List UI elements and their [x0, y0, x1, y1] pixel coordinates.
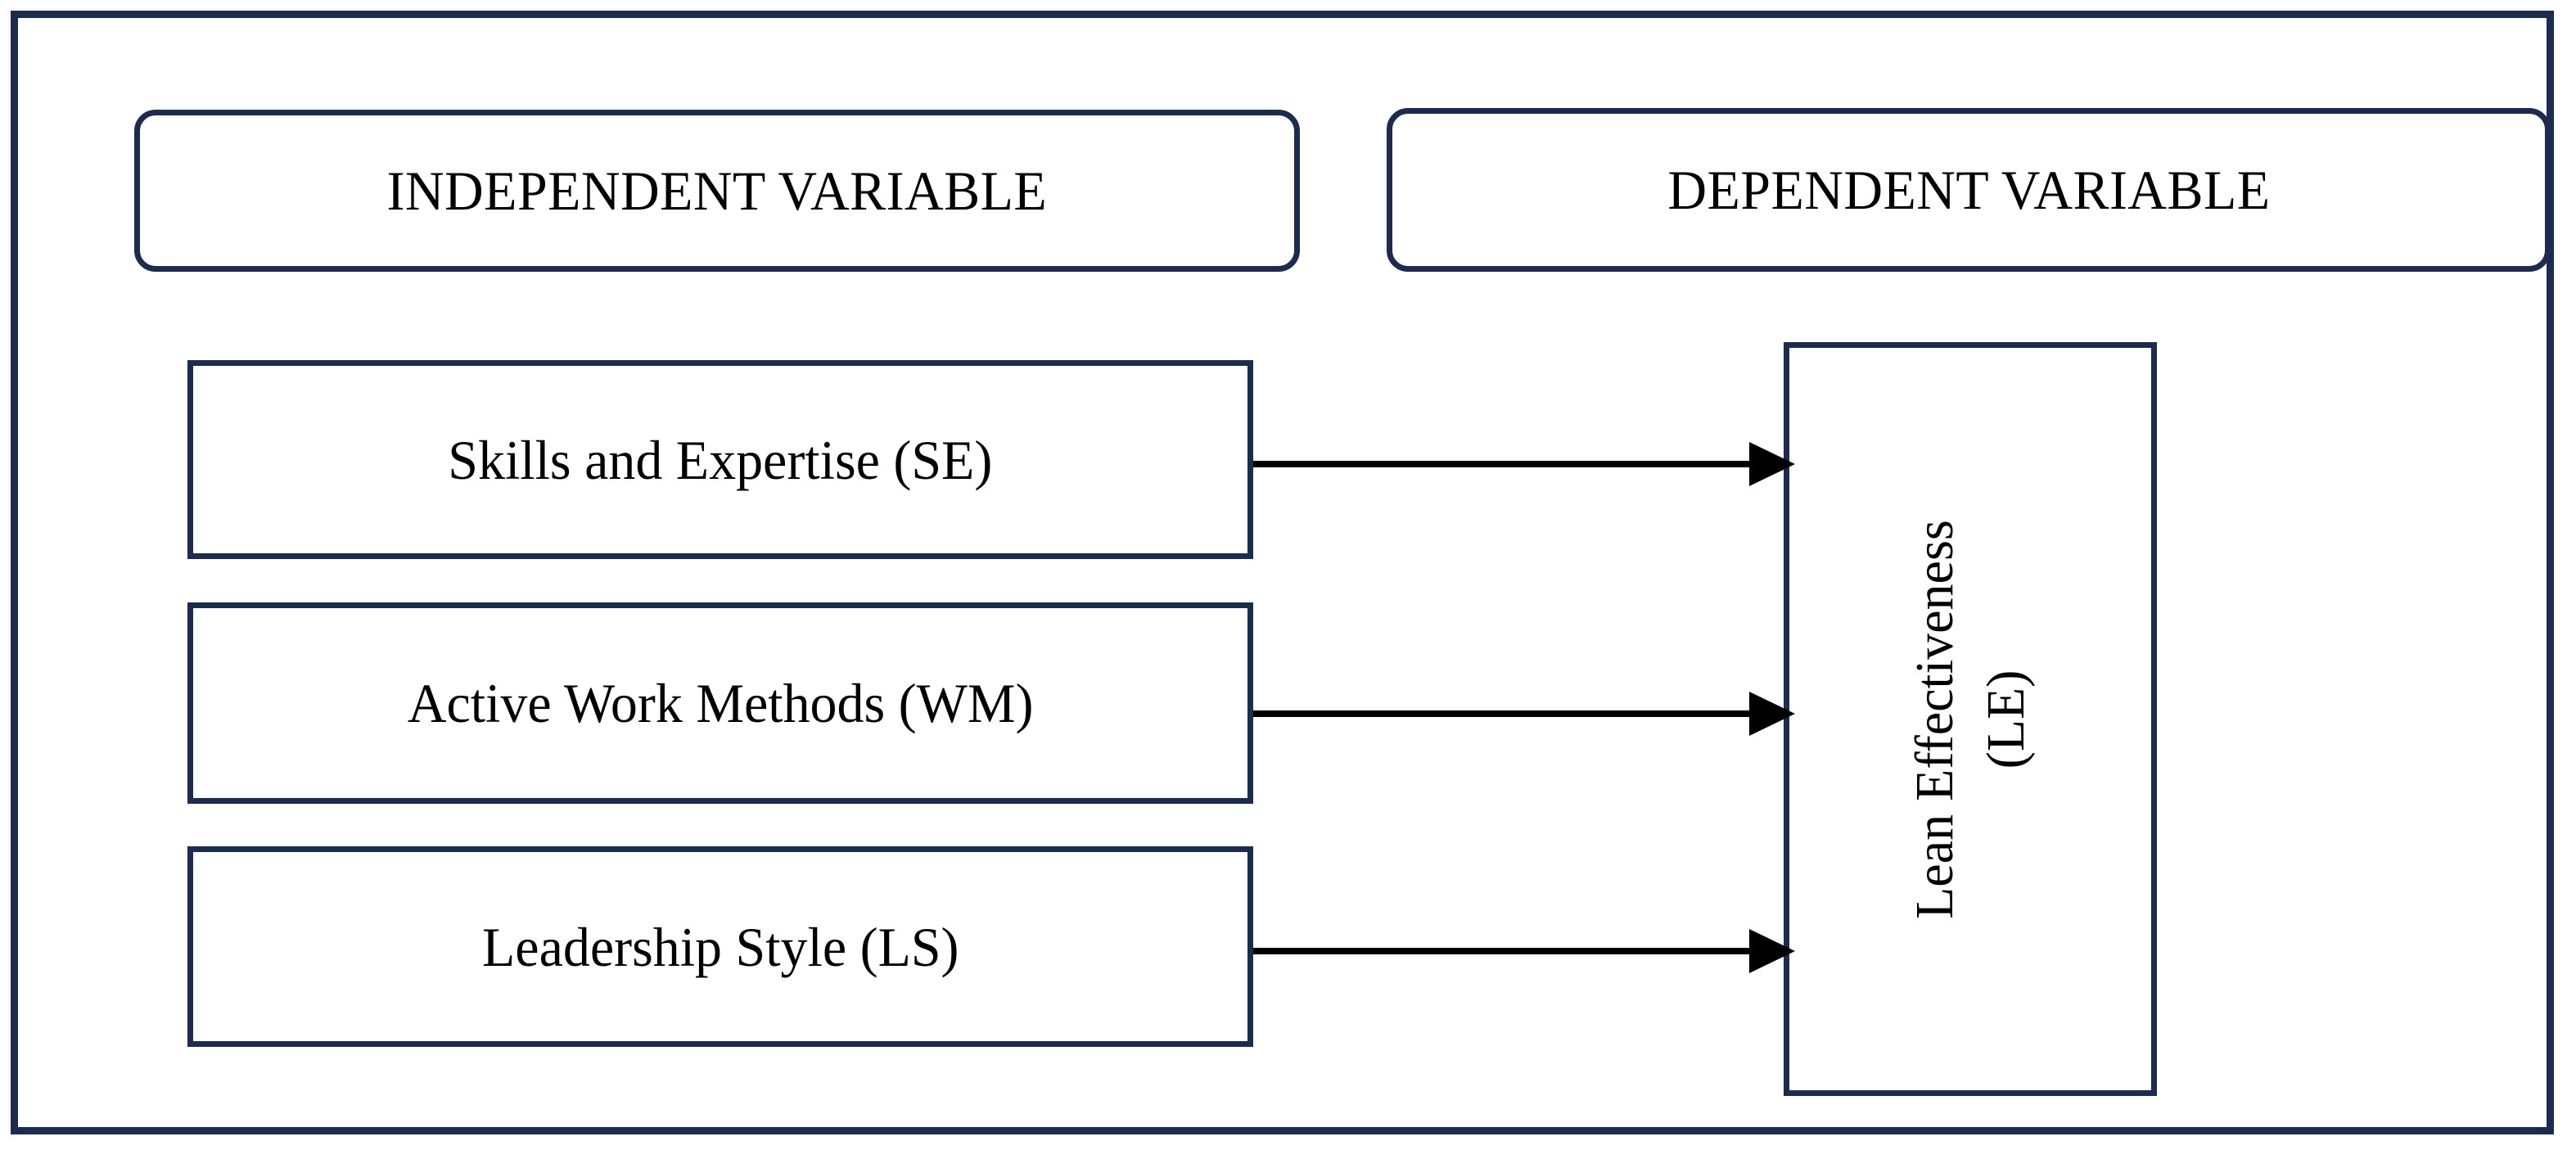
arrow-shaft-icon [1253, 710, 1754, 717]
dependent-variable-label-le-code: (LE) [1976, 670, 2036, 769]
dependent-variable-label-lean-effectiveness: Lean Effectiveness [1904, 519, 1965, 919]
header-box-dependent-variable: DEPENDENT VARIABLE [1387, 108, 2551, 272]
diagram-outer-frame: INDEPENDENT VARIABLE DEPENDENT VARIABLE … [11, 11, 2554, 1134]
header-label-independent-variable: INDEPENDENT VARIABLE [386, 160, 1048, 222]
header-label-dependent-variable: DEPENDENT VARIABLE [1667, 159, 2271, 221]
relationship-arrow-wm-to-le [1253, 692, 1795, 736]
independent-variable-box-leadership-style: Leadership Style (LS) [187, 846, 1253, 1047]
relationship-arrow-se-to-le [1253, 442, 1795, 486]
header-box-independent-variable: INDEPENDENT VARIABLE [134, 110, 1300, 272]
independent-variable-label-leadership-style: Leadership Style (LS) [481, 915, 959, 978]
independent-variable-box-skills-and-expertise: Skills and Expertise (SE) [187, 360, 1253, 559]
relationship-arrow-ls-to-le [1253, 929, 1795, 973]
dependent-variable-box-lean-effectiveness: Lean Effectiveness (LE) [1784, 342, 2157, 1096]
independent-variable-label-skills-and-expertise: Skills and Expertise (SE) [448, 428, 993, 491]
dependent-variable-text-rotator: Lean Effectiveness (LE) [1899, 351, 2041, 1088]
independent-variable-box-active-work-methods: Active Work Methods (WM) [187, 602, 1253, 804]
arrow-shaft-icon [1253, 461, 1754, 467]
independent-variable-label-active-work-methods: Active Work Methods (WM) [407, 672, 1034, 734]
arrow-shaft-icon [1253, 948, 1754, 954]
